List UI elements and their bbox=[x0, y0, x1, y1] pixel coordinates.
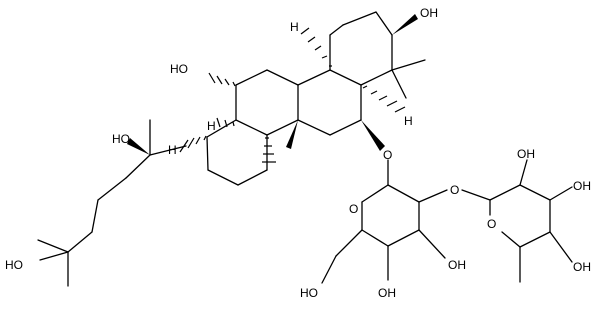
hash-c13-h bbox=[216, 117, 235, 128]
h-c5-label: H bbox=[404, 114, 413, 128]
h-c13-label: H bbox=[207, 119, 216, 133]
ring-d bbox=[206, 119, 268, 186]
hash-c9-h bbox=[300, 27, 332, 67]
o-ring-rha-label: O bbox=[487, 217, 496, 231]
wedge-c3-oh bbox=[392, 14, 418, 35]
hash-c5-h bbox=[362, 85, 406, 113]
ring-a bbox=[329, 11, 393, 86]
h-c17-label: H bbox=[168, 143, 177, 157]
oh-c25-label: HO bbox=[5, 258, 23, 272]
wedge-c20-oh bbox=[127, 138, 150, 155]
oh-glc-6-label: HO bbox=[300, 286, 318, 300]
rhamnose-ring bbox=[461, 184, 551, 248]
oh-glc-3-label: OH bbox=[448, 258, 466, 272]
wedge-c6-o bbox=[361, 120, 385, 151]
hash-c14-me bbox=[262, 137, 276, 163]
ring-b bbox=[297, 69, 362, 136]
h-c9-label: H bbox=[290, 20, 299, 34]
o-glycosidic-2-label: O bbox=[450, 183, 459, 197]
oh-rha-4-label: OH bbox=[573, 260, 591, 274]
oh-c20-label: HO bbox=[112, 132, 130, 146]
o-glycosidic-c6-label: O bbox=[383, 148, 392, 162]
oh-ring-a-label: OH bbox=[420, 6, 438, 20]
hash-c12-oh bbox=[208, 72, 236, 87]
oh-glc-4-label: OH bbox=[378, 286, 396, 300]
glucose-ring bbox=[361, 159, 420, 247]
oh-rha-2-label: OH bbox=[517, 147, 535, 161]
hash-c17-side bbox=[179, 135, 207, 153]
o-ring-glc-label: O bbox=[349, 202, 358, 216]
side-chain bbox=[37, 119, 187, 287]
ring-c bbox=[235, 69, 299, 136]
wedge-c8-me bbox=[286, 120, 298, 149]
oh-c12-label: HO bbox=[170, 62, 188, 76]
oh-rha-3-label: OH bbox=[573, 179, 591, 193]
